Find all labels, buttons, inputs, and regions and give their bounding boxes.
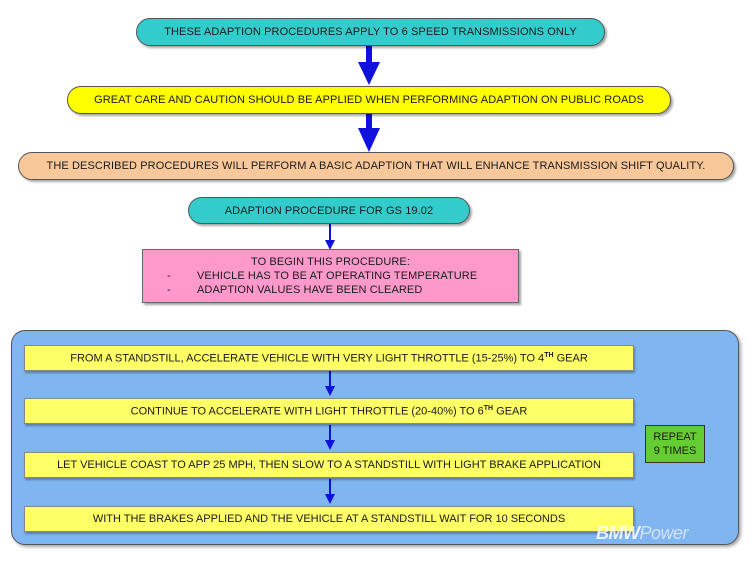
step-1-superscript: TH [544, 351, 554, 359]
step-2-superscript: TH [483, 404, 494, 412]
step-arrow-1-to-2 [325, 371, 335, 396]
header-box-caution: GREAT CARE AND CAUTION SHOULD BE APPLIED… [67, 86, 671, 114]
prerequisite-item: - VEHICLE HAS TO BE AT OPERATING TEMPERA… [143, 269, 518, 283]
procedure-title-box: ADAPTION PROCEDURE FOR GS 19.02 [188, 197, 470, 224]
step-1-text: FROM A STANDSTILL, ACCELERATE VEHICLE WI… [70, 351, 588, 365]
step-box-2: CONTINUE TO ACCELERATE WITH LIGHT THROTT… [24, 398, 634, 424]
prerequisite-item-text: ADAPTION VALUES HAVE BEEN CLEARED [197, 284, 423, 296]
prerequisite-item-text: VEHICLE HAS TO BE AT OPERATING TEMPERATU… [197, 270, 478, 282]
step-box-1: FROM A STANDSTILL, ACCELERATE VEHICLE WI… [24, 345, 634, 371]
step-arrow-2-to-3 [325, 425, 335, 450]
step-box-4: WITH THE BRAKES APPLIED AND THE VEHICLE … [24, 506, 634, 532]
repeat-line-1: REPEAT [653, 431, 697, 443]
procedure-title-text: ADAPTION PROCEDURE FOR GS 19.02 [224, 204, 434, 217]
step-4-text: WITH THE BRAKES APPLIED AND THE VEHICLE … [92, 513, 566, 525]
bullet-dash-icon: - [167, 284, 171, 296]
step-box-3: LET VEHICLE COAST TO APP 25 MPH, THEN SL… [24, 452, 634, 478]
header-box-description: THE DESCRIBED PROCEDURES WILL PERFORM A … [18, 152, 734, 180]
step-arrow-3-to-4 [325, 479, 335, 504]
step-2-text: CONTINUE TO ACCELERATE WITH LIGHT THROTT… [130, 404, 528, 418]
arrow-1-to-2 [358, 45, 380, 85]
repeat-line-2: 9 TIMES [653, 445, 697, 457]
header-description-text: THE DESCRIBED PROCEDURES WILL PERFORM A … [46, 160, 706, 172]
header-box-scope: THESE ADAPTION PROCEDURES APPLY TO 6 SPE… [136, 18, 605, 46]
bullet-dash-icon: - [167, 270, 171, 282]
prerequisites-box: TO BEGIN THIS PROCEDURE: - VEHICLE HAS T… [142, 249, 519, 303]
prerequisite-item: - ADAPTION VALUES HAVE BEEN CLEARED [143, 283, 518, 297]
repeat-badge: REPEAT 9 TIMES [645, 425, 705, 463]
arrow-title-to-prereq [325, 224, 335, 250]
watermark-logo: BMWPower [596, 523, 689, 543]
header-caution-text: GREAT CARE AND CAUTION SHOULD BE APPLIED… [94, 94, 644, 106]
header-scope-text: THESE ADAPTION PROCEDURES APPLY TO 6 SPE… [164, 26, 577, 38]
arrow-2-to-3 [358, 114, 380, 152]
step-3-text: LET VEHICLE COAST TO APP 25 MPH, THEN SL… [57, 459, 601, 471]
prerequisites-title: TO BEGIN THIS PROCEDURE: [250, 256, 411, 268]
